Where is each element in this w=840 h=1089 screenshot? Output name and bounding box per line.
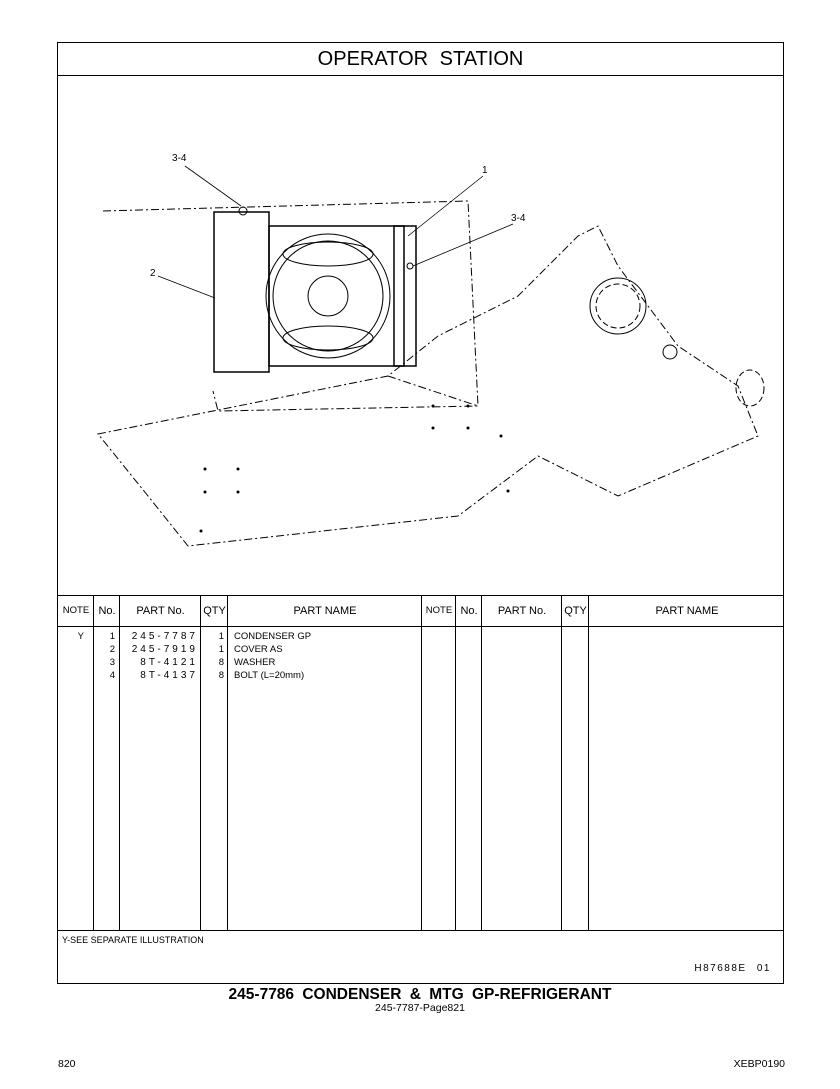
- part-number: 245-7919: [131, 644, 198, 655]
- part-name: CONDENSER GP: [234, 631, 312, 642]
- header-divider: [58, 626, 783, 627]
- part-name: BOLT (L=20mm): [234, 670, 305, 681]
- part-name: COVER AS: [234, 644, 283, 655]
- column-divider: [482, 596, 562, 930]
- callout-label: 3-4: [172, 153, 187, 164]
- column-divider: [422, 596, 456, 930]
- condenser-drawing: 3-4 1 3-4 2: [97, 153, 765, 547]
- footnote: Y-SEE SEPARATE ILLUSTRATION: [62, 935, 204, 945]
- quantity: 1: [218, 631, 224, 642]
- header-part-no: PART No.: [497, 605, 547, 617]
- header-qty: QTY: [564, 605, 587, 617]
- illustration-code: H87688E 01: [694, 963, 771, 974]
- part-name: WASHER: [234, 657, 276, 668]
- header-no: No.: [460, 605, 478, 617]
- parts-table: NOTE No. PART No. QTY PART NAME NOTE No.…: [58, 595, 783, 931]
- header-note: NOTE: [62, 605, 90, 616]
- quantity: 8: [218, 657, 224, 668]
- column-divider: [228, 596, 422, 930]
- part-number: 245-7787: [131, 631, 198, 642]
- part-number: 8T-4121: [140, 657, 198, 668]
- note-cell: Y: [77, 631, 84, 642]
- page-reference: 245-7787-Page821: [375, 1002, 465, 1014]
- header-part-name: PART NAME: [293, 605, 357, 617]
- parts-illustration: 3-4 1 3-4 2: [58, 76, 783, 595]
- callout-label: 2: [150, 268, 156, 279]
- column-divider: [201, 596, 228, 930]
- callout-label: 3-4: [511, 213, 526, 224]
- group-caption: 245-7786 CONDENSER & MTG GP-REFRIGERANT: [228, 986, 612, 1003]
- callout-label: 1: [482, 165, 488, 176]
- item-number: 1: [109, 631, 115, 642]
- quantity: 1: [218, 644, 224, 655]
- column-divider: [94, 596, 120, 930]
- header-part-no: PART No.: [136, 605, 185, 617]
- page-number: 820: [58, 1058, 76, 1070]
- part-number: 8T-4137: [140, 670, 198, 681]
- parts-page-frame: OPERATOR STATION: [57, 42, 784, 984]
- section-title: OPERATOR STATION: [58, 43, 783, 76]
- header-qty: QTY: [203, 605, 226, 617]
- header-part-name: PART NAME: [655, 605, 719, 617]
- item-number: 2: [109, 644, 115, 655]
- header-no: No.: [98, 605, 116, 617]
- header-note: NOTE: [425, 605, 453, 616]
- item-number: 4: [109, 670, 115, 681]
- document-code: XEBP0190: [733, 1058, 785, 1070]
- quantity: 8: [218, 670, 224, 681]
- column-divider: [58, 596, 94, 930]
- column-divider: [456, 596, 482, 930]
- column-divider: [120, 596, 201, 930]
- column-divider: [562, 596, 589, 930]
- item-number: 3: [109, 657, 115, 668]
